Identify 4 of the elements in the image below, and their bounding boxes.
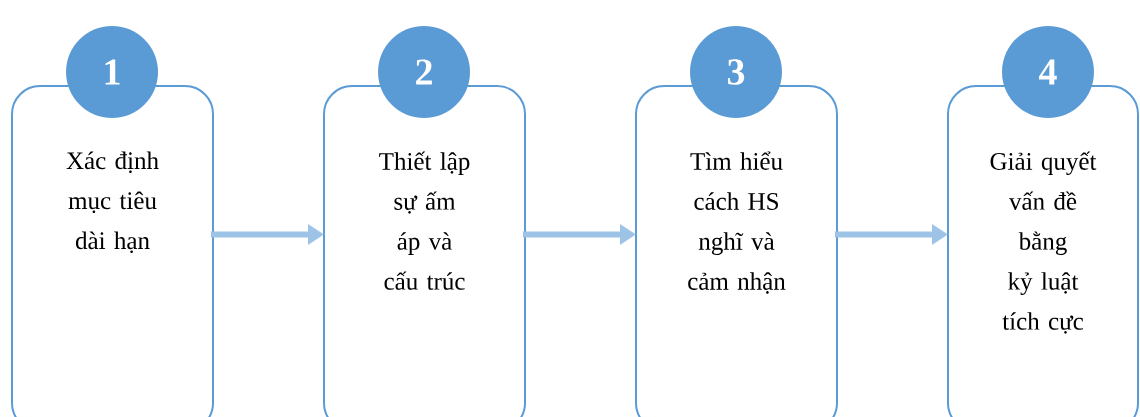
step-box: Giải quyết vấn đề bằng kỷ luật tích cực [947,85,1139,417]
step-box: Thiết lập sự ấm áp và cấu trúc [323,85,526,417]
step-box: Xác định mục tiêu dài hạn [11,85,214,417]
step-box: Tìm hiểu cách HS nghĩ và cảm nhận [635,85,838,417]
